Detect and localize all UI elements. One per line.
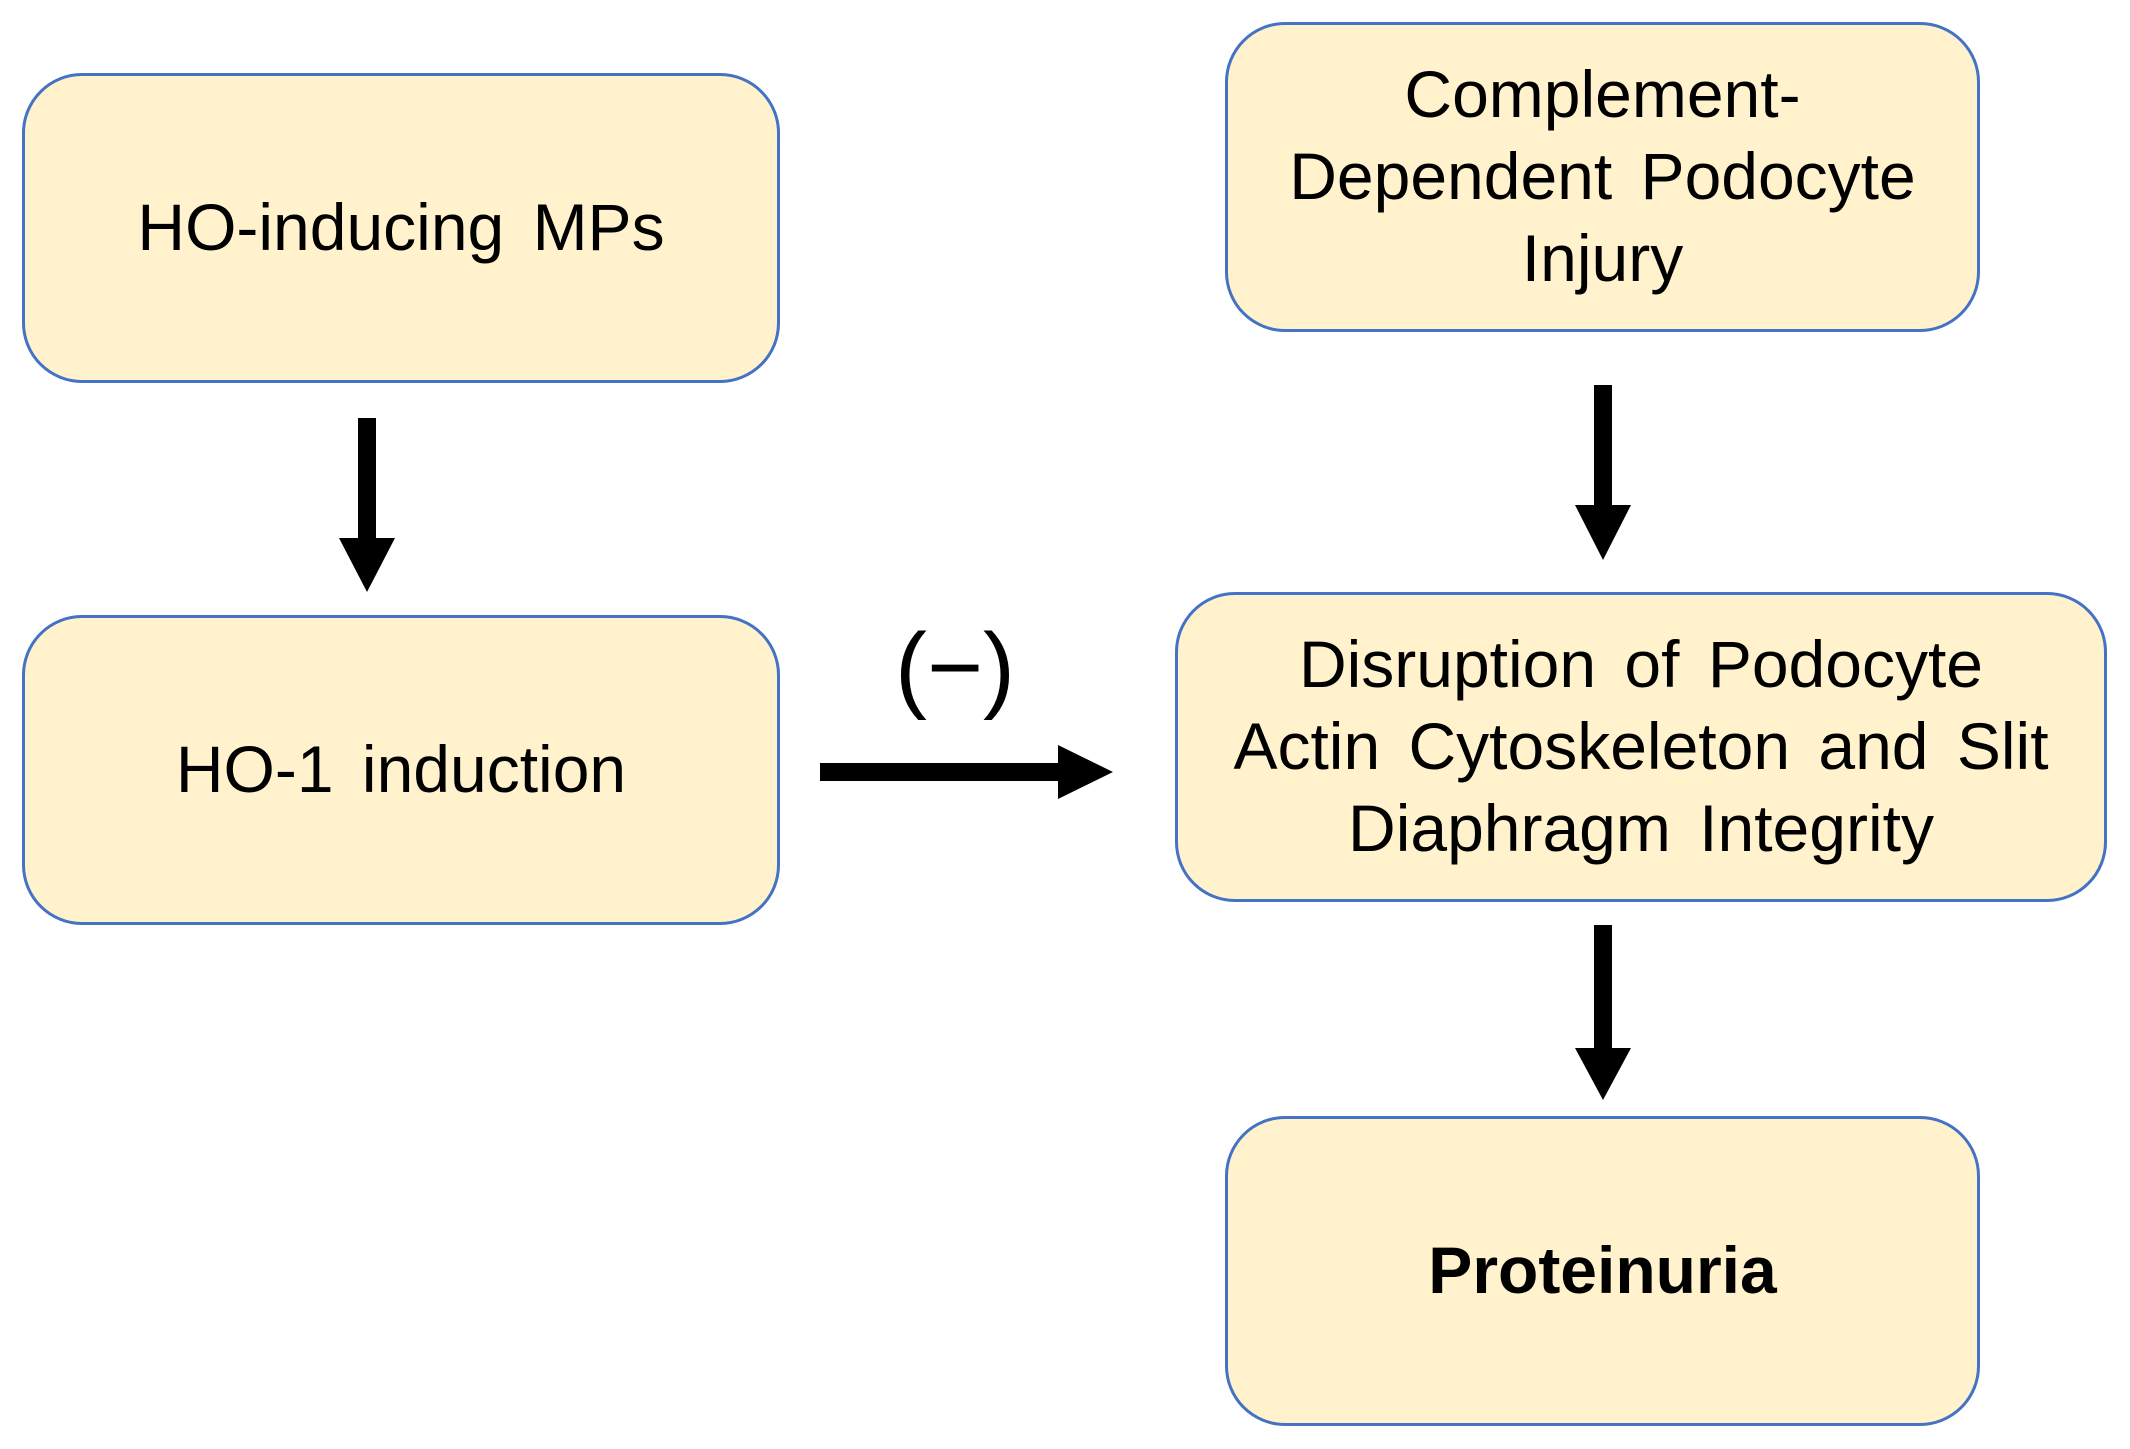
node-label-line: Proteinuria xyxy=(1428,1233,1777,1308)
node-label-line: Disruption of Podocyte xyxy=(1298,627,1983,702)
inhibition-label: (−) xyxy=(895,614,1015,721)
node-complement-podocyte-injury: Complement- Dependent Podocyte Injury xyxy=(1225,22,1980,332)
node-label-line: Injury xyxy=(1521,220,1684,295)
node-label-line: Actin Cytoskeleton and Slit xyxy=(1233,709,2049,784)
node-ho-inducing-mps: HO-inducing MPs xyxy=(22,73,780,383)
node-label-line: HO-inducing MPs xyxy=(137,190,665,265)
node-label-line: HO-1 induction xyxy=(175,732,627,807)
arrow-mps-to-ho1 xyxy=(339,418,395,592)
node-label-line: Dependent Podocyte xyxy=(1289,139,1916,214)
arrow-ho1-to-disruption xyxy=(820,745,1113,799)
arrow-complement-to-disruption xyxy=(1575,385,1631,560)
node-proteinuria: Proteinuria xyxy=(1225,1116,1980,1426)
node-ho1-induction: HO-1 induction xyxy=(22,615,780,925)
node-disruption-cytoskeleton: Disruption of Podocyte Actin Cytoskeleto… xyxy=(1175,592,2107,902)
arrow-disruption-to-proteinuria xyxy=(1575,925,1631,1100)
node-label-line: Complement- xyxy=(1404,57,1801,132)
node-label-line: Diaphragm Integrity xyxy=(1348,790,1934,865)
